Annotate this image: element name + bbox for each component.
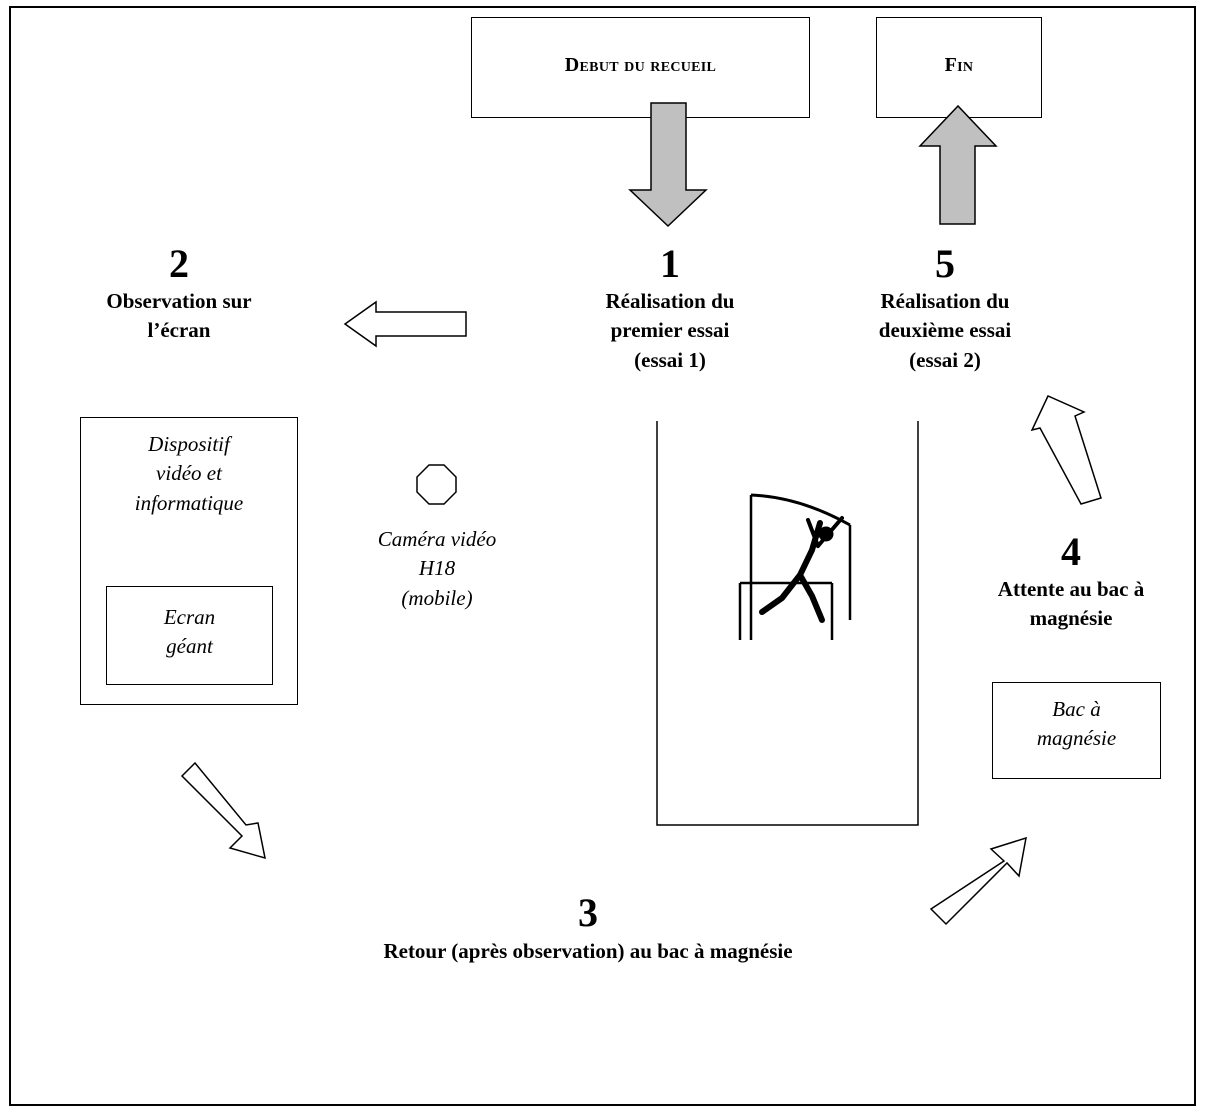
step-1-label: Réalisation du premier essai (essai 1) [560, 287, 780, 375]
end-label: Fin [944, 54, 974, 76]
gymnast-icon [738, 493, 852, 640]
step-3-label: Retour (après observation) au bac à magn… [383, 939, 793, 963]
step-1-line-3: (essai 1) [634, 347, 706, 372]
video-system-box: Dispositif vidéo et informatique Ecran g… [80, 417, 298, 705]
step-3-number: 3 [578, 890, 598, 935]
step-2-label: Observation sur l’écran [69, 287, 289, 346]
chalk-bin-box: Bac à magnésie [992, 682, 1161, 779]
arrow-down-start [628, 102, 708, 228]
camera-icon [416, 464, 457, 505]
chalk-bin-line-1: Bac à [1052, 697, 1101, 721]
arrow-up-right-to-step-4 [929, 836, 1027, 926]
chalk-bin-label: Bac à magnésie [993, 695, 1160, 754]
video-system-line-3: informatique [134, 490, 244, 515]
step-5-line-3: (essai 2) [909, 347, 981, 372]
camera-label: Caméra vidéo H18 (mobile) [357, 525, 517, 613]
arrow-down-right-to-step-3 [180, 761, 266, 860]
arrow-up-to-step-5 [1030, 395, 1102, 505]
step-5-label: Réalisation du deuxième essai (essai 2) [835, 287, 1055, 375]
step-5-number: 5 [935, 241, 955, 286]
giant-screen-label: Ecran géant [107, 603, 272, 662]
step-4-label: Attente au bac à magnésie [966, 575, 1176, 634]
step-1-number: 1 [660, 241, 680, 286]
step-4-line-2: magnésie [1029, 606, 1113, 631]
step-5-line-2: deuxième essai [878, 318, 1012, 343]
step-1-line-2: premier essai [610, 318, 730, 343]
step-4-line-1: Attente au bac à [997, 577, 1145, 601]
giant-screen-line-2: géant [166, 634, 213, 659]
video-system-line-1: Dispositif [148, 432, 230, 456]
protocol-diagram: Debut du recueil Fin [9, 6, 1196, 1106]
giant-screen-box: Ecran géant [106, 586, 273, 685]
camera-line-1: Caméra vidéo [377, 527, 497, 551]
chalk-bin-line-2: magnésie [1036, 726, 1117, 751]
video-system-line-2: vidéo et [156, 461, 222, 486]
bar-area [656, 421, 919, 826]
step-1-line-1: Réalisation du [605, 289, 735, 313]
step-2-line-2: l’écran [147, 318, 211, 343]
arrow-up-end [918, 104, 998, 225]
giant-screen-line-1: Ecran [163, 605, 216, 629]
camera-line-3: (mobile) [401, 585, 473, 610]
step-2-number: 2 [169, 241, 189, 286]
start-label: Debut du recueil [564, 54, 717, 76]
step-5-line-1: Réalisation du [880, 289, 1010, 313]
step-4-number: 4 [1061, 529, 1081, 574]
step-2-line-1: Observation sur [106, 289, 252, 313]
diagram-shapes [180, 102, 1102, 926]
camera-line-2: H18 [418, 556, 456, 581]
start-box: Debut du recueil [471, 17, 810, 118]
arrow-left-to-step-2 [343, 300, 467, 348]
video-system-label: Dispositif vidéo et informatique [81, 430, 297, 518]
